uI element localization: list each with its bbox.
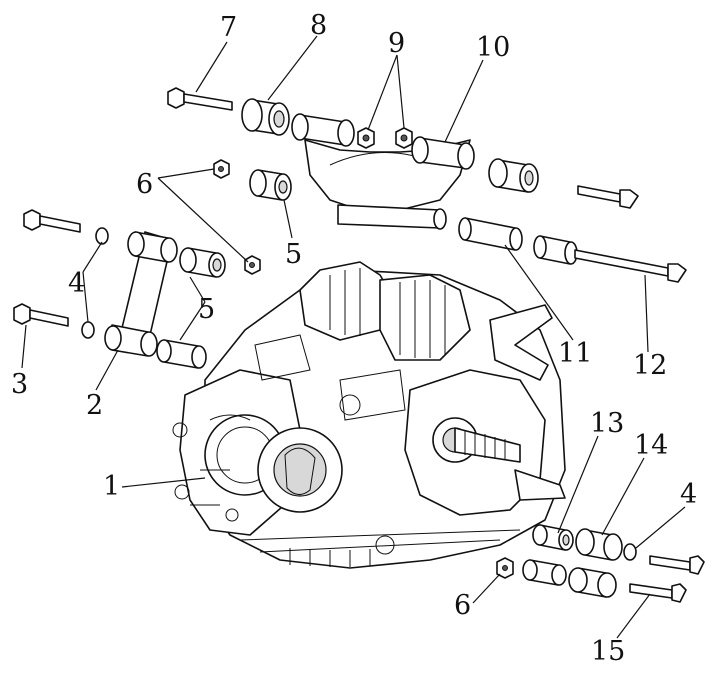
callout-8: 8 <box>310 10 327 41</box>
bushing-8 <box>241 98 290 136</box>
callout-5-upper: 5 <box>285 239 302 270</box>
callout-3: 3 <box>11 369 28 400</box>
nuts-9 <box>357 127 413 149</box>
engine-block <box>172 261 566 569</box>
bushing-14 <box>568 528 623 598</box>
callout-15: 15 <box>591 636 625 667</box>
callout-4-right: 4 <box>680 479 697 510</box>
c6a-label: 6 <box>136 169 153 200</box>
callout-4-left: 4 <box>68 268 85 299</box>
callout-2: 2 <box>86 390 103 421</box>
callout-6-lower: 6 <box>454 590 471 621</box>
bushing-13 <box>522 524 574 586</box>
washers-4-left <box>81 227 109 339</box>
nut-6-middle <box>244 255 261 275</box>
bolt-3 <box>13 303 69 327</box>
bolts-15 <box>629 555 705 603</box>
washer-4-right <box>623 543 637 561</box>
bushings-5-lower <box>156 247 226 369</box>
callout-10: 10 <box>476 32 510 63</box>
right-upper-bolt <box>577 185 639 209</box>
link-2 <box>104 231 178 357</box>
bolt-12 <box>574 249 687 283</box>
callout-11: 11 <box>558 338 592 369</box>
nut-6-lower <box>496 557 514 579</box>
callout-7: 7 <box>220 12 237 43</box>
bushing-5-upper <box>249 169 292 201</box>
bolt-upper-left <box>23 209 81 233</box>
callout-5-lower: 5 <box>198 294 215 325</box>
bolt-7 <box>167 87 233 111</box>
bushing-11 <box>458 217 578 265</box>
callout-1: 1 <box>103 471 120 502</box>
nut-6-upper <box>213 159 230 179</box>
callout-labels: 7 8 9 10 6 5 4 5 3 2 1 11 12 13 14 4 6 1… <box>11 10 697 667</box>
callout-9: 9 <box>388 28 405 59</box>
leader-lines <box>21 35 686 639</box>
bracket-10 <box>291 113 475 230</box>
callout-14: 14 <box>634 430 668 461</box>
right-upper-bushing <box>488 158 539 193</box>
callout-13: 13 <box>590 408 624 439</box>
callout-12: 12 <box>633 350 667 381</box>
